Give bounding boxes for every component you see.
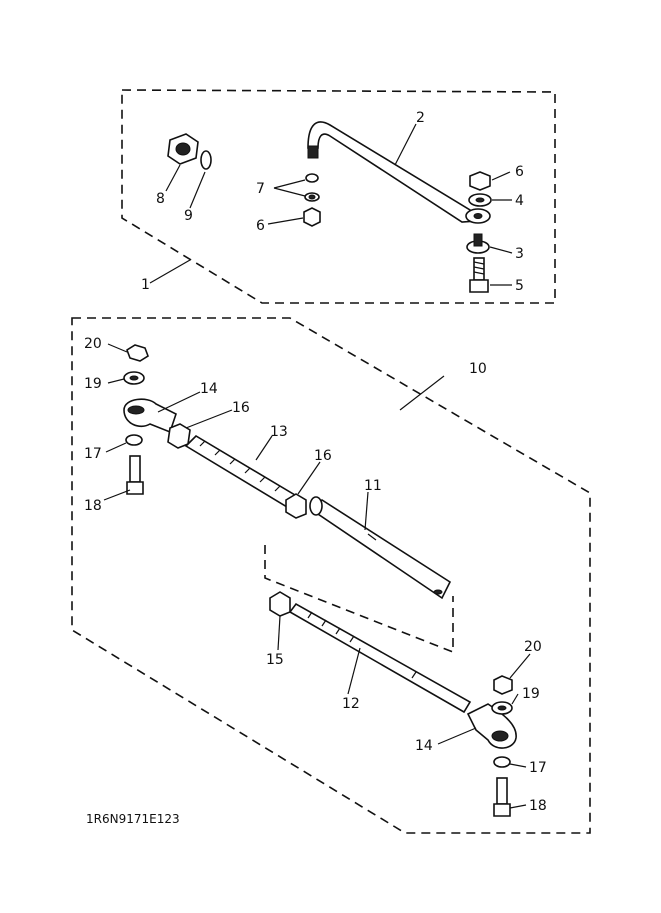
nut-part-15 xyxy=(269,591,291,617)
callout-18-upper: 18 xyxy=(84,498,102,514)
nut-part-16-lower xyxy=(285,493,307,519)
bolt-part-18-upper xyxy=(126,455,144,495)
callout-14-lower: 14 xyxy=(415,738,433,754)
callout-3: 3 xyxy=(515,246,524,262)
bolt-part-5 xyxy=(469,257,489,293)
callout-16-upper: 16 xyxy=(232,400,250,416)
callout-12: 12 xyxy=(342,696,360,712)
callout-8: 8 xyxy=(156,191,165,207)
rod-end-upper xyxy=(123,398,177,434)
callout-1: 1 xyxy=(141,277,150,293)
link-rod xyxy=(307,121,491,224)
callout-4: 4 xyxy=(515,193,524,209)
washer-part-17-upper xyxy=(125,434,143,446)
callout-16-lower: 16 xyxy=(314,448,332,464)
callout-6-left: 6 xyxy=(256,218,265,234)
washer-part-7a xyxy=(305,173,319,183)
callout-5: 5 xyxy=(515,278,524,294)
callout-19-lower: 19 xyxy=(522,686,540,702)
callout-14-upper: 14 xyxy=(200,381,218,397)
washer-part-17-lower xyxy=(493,756,511,768)
callout-19-upper: 19 xyxy=(84,376,102,392)
nut-part-20-lower xyxy=(493,675,513,695)
group-1-outline xyxy=(121,89,556,304)
callout-17-lower: 17 xyxy=(529,760,547,776)
callout-11: 11 xyxy=(364,478,382,494)
callout-2: 2 xyxy=(416,110,425,126)
callout-20-upper: 20 xyxy=(84,336,102,352)
callout-17-upper: 17 xyxy=(84,446,102,462)
threaded-rod-part-13 xyxy=(184,434,302,512)
callout-18-lower: 18 xyxy=(529,798,547,814)
callout-20-lower: 20 xyxy=(524,639,542,655)
callout-10: 10 xyxy=(469,361,487,377)
rod-part-12 xyxy=(288,602,472,714)
callout-7: 7 xyxy=(256,181,265,197)
callout-15: 15 xyxy=(266,652,284,668)
callout-9: 9 xyxy=(184,208,193,224)
bolt-part-18-lower xyxy=(493,777,511,817)
group-10-outline xyxy=(71,317,591,834)
collar-part-3 xyxy=(466,233,490,254)
callout-6-right: 6 xyxy=(515,164,524,180)
nut-part-20-upper xyxy=(126,344,149,362)
nut-part-8 xyxy=(167,133,199,165)
diagram-code: 1R6N9171E123 xyxy=(86,812,180,826)
tube-part-11 xyxy=(309,496,452,600)
callout-13: 13 xyxy=(270,424,288,440)
nut-part-6-left xyxy=(303,207,321,227)
o-ring-part-9 xyxy=(200,150,212,170)
nut-part-6-right xyxy=(469,171,491,191)
